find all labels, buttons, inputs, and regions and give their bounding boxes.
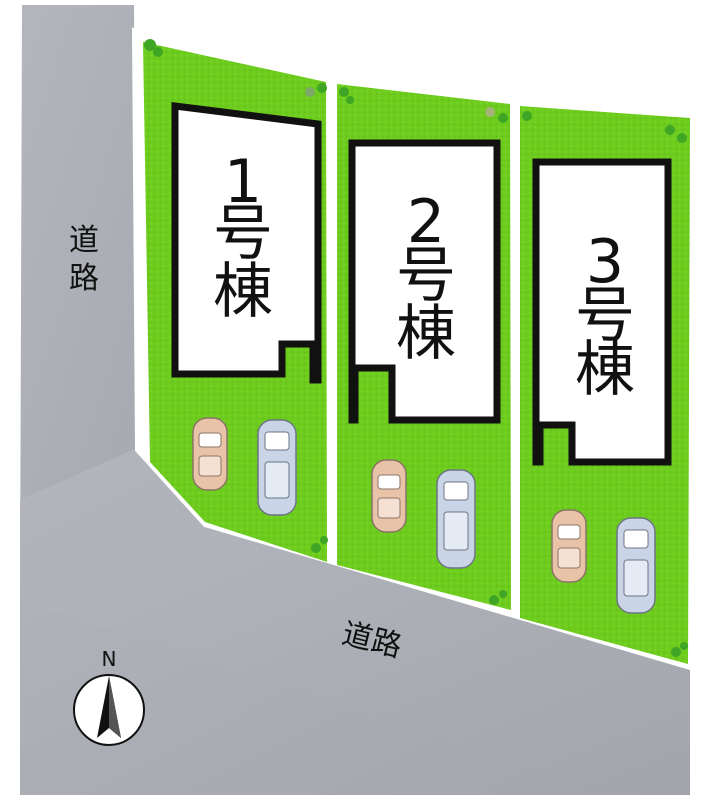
north-label: N: [102, 647, 117, 671]
lot-1-number: 1: [224, 147, 262, 217]
lot-2-label-mune: 棟: [396, 299, 456, 369]
shrub-icon: [485, 107, 495, 117]
south-road: 道路: [20, 448, 690, 795]
lot-1-car-silver: [257, 419, 297, 516]
lot-3-number: 3: [586, 227, 624, 297]
shrub-icon: [499, 590, 507, 598]
shrub-icon: [153, 47, 163, 57]
lot-3-car-silver: [616, 517, 656, 614]
shrub-icon: [671, 647, 681, 657]
lot-3-label-mune: 棟: [575, 335, 635, 405]
shrub-icon: [305, 87, 315, 97]
lot-1[interactable]: 1 号 棟: [143, 42, 327, 562]
shrub-icon: [665, 125, 675, 135]
shrub-icon: [489, 595, 499, 605]
shrubs: [144, 39, 688, 657]
lot-3-label-go: 号: [575, 281, 635, 351]
shrub-icon: [144, 39, 156, 51]
lot-2-label-go: 号: [396, 241, 456, 311]
west-road-label-char-2: 路: [69, 261, 99, 296]
shrub-icon: [317, 83, 327, 93]
lot-2-car-silver: [436, 469, 476, 569]
shrub-icon: [339, 87, 349, 97]
shrub-icon: [498, 113, 508, 123]
lot-1-label-go: 号: [213, 199, 273, 269]
lot-2[interactable]: 2 号 棟: [337, 84, 511, 610]
north-compass: N: [73, 647, 145, 746]
lot-1-label-mune: 棟: [213, 257, 273, 327]
shrub-icon: [522, 111, 532, 121]
lot-1-car-beige: [192, 417, 228, 491]
shrub-icon: [680, 642, 688, 650]
lot-3-car-beige: [551, 509, 587, 583]
west-road-label-char-1: 道: [69, 223, 99, 258]
west-road: 道 路: [20, 5, 205, 600]
shrub-icon: [346, 96, 354, 104]
lot-3[interactable]: 3 号 棟: [520, 106, 690, 664]
lot-1-building: [171, 102, 322, 384]
shrub-icon: [311, 543, 321, 553]
lot-2-building: [348, 139, 501, 424]
lot-2-car-beige: [371, 459, 407, 533]
lot-3-building: [532, 158, 672, 466]
shrub-icon: [320, 536, 328, 544]
lot-2-number: 2: [407, 187, 445, 257]
shrub-icon: [677, 133, 687, 143]
